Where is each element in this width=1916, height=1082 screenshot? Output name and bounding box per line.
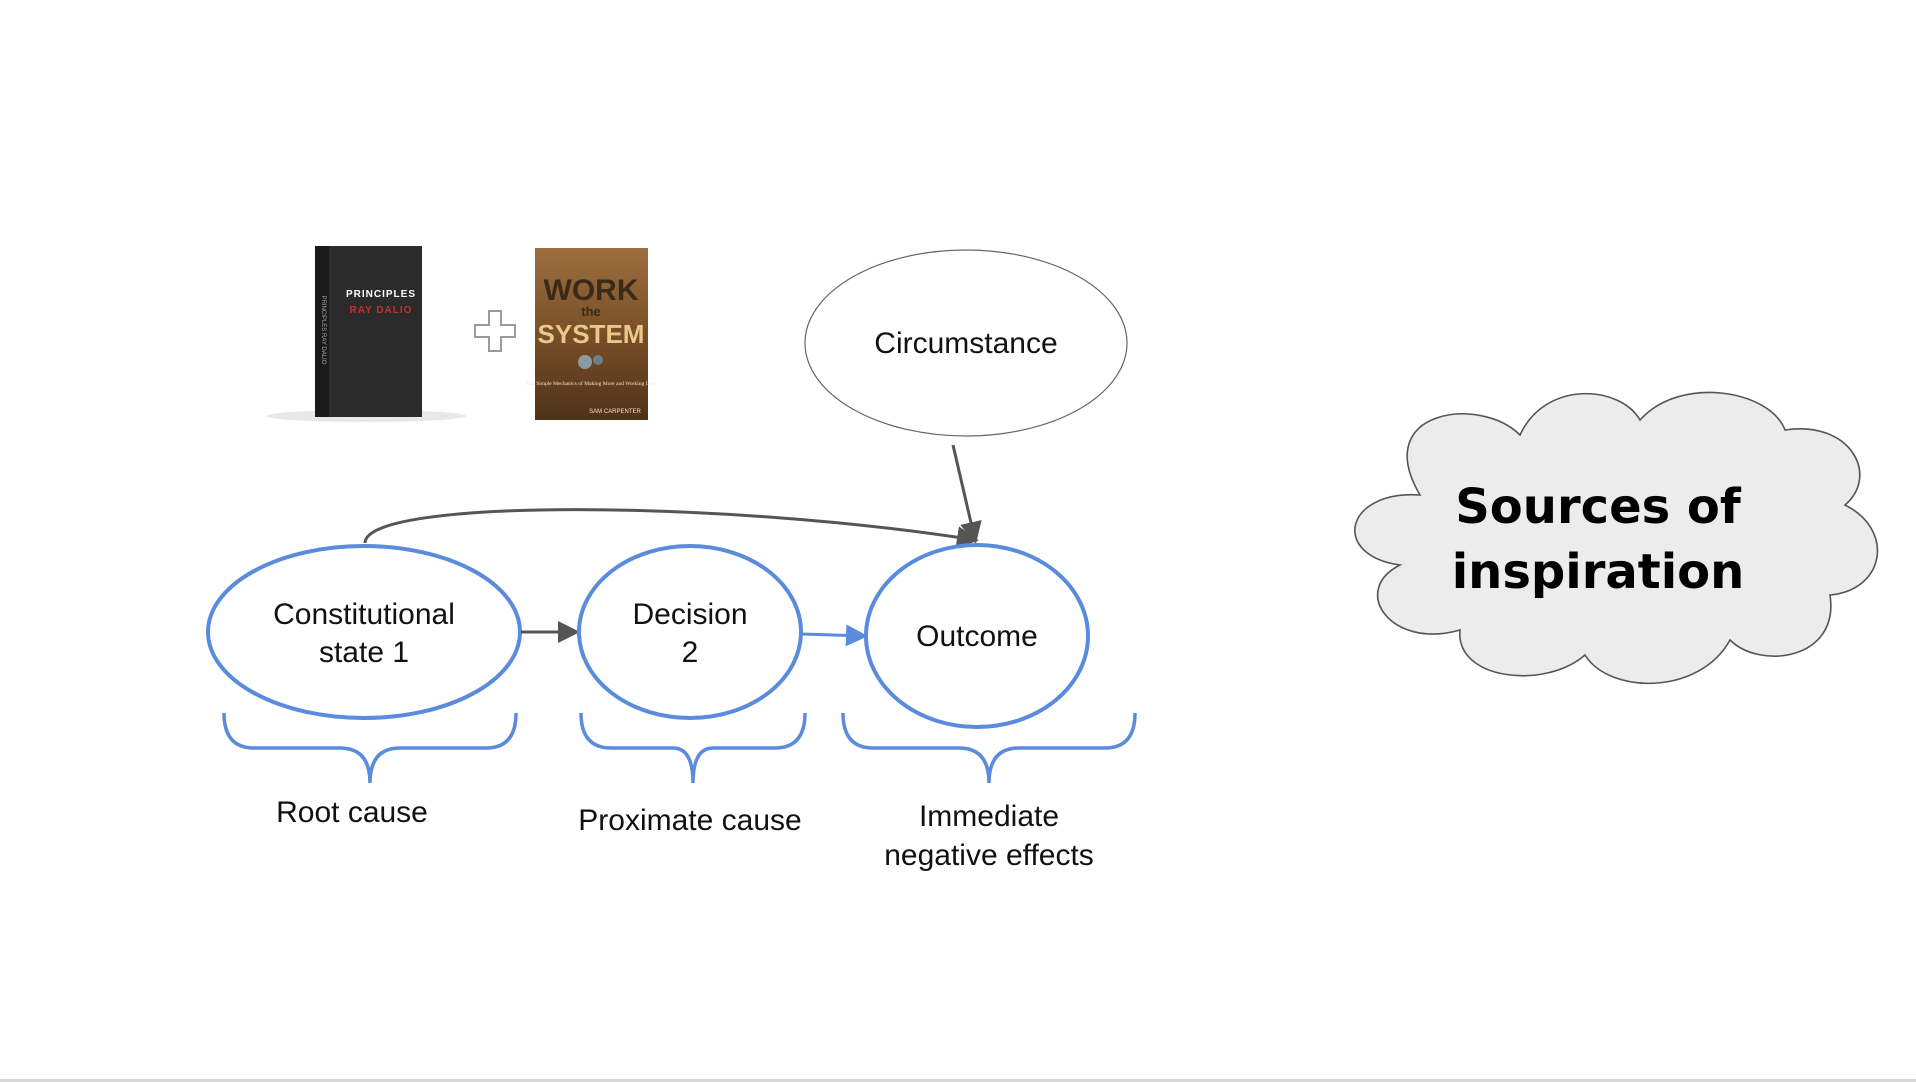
cloud-text-line2: inspiration: [1452, 544, 1745, 600]
decision-label-line2: 2: [682, 636, 699, 669]
proximate-cause-label: Proximate cause: [578, 804, 801, 837]
slide-bottom-border: [0, 1079, 1916, 1082]
arrow-circumstance-to-outcome: [951, 444, 982, 544]
outcome-node: [864, 543, 1090, 729]
arrow-decision-to-outcome: [801, 624, 868, 647]
wts-title-system: SYSTEM: [538, 319, 645, 349]
decision-node: [577, 544, 803, 720]
constitutional-state-node: [206, 544, 522, 720]
principles-title: PRINCIPLES: [346, 289, 416, 300]
work-the-system-book-image: WORK the SYSTEM The Simple Mechanics of …: [526, 248, 656, 420]
constitutional-label-line1: Constitutional: [273, 598, 455, 631]
principles-book-image: PRINCIPLES RAY DALIO PRINCIPLES RAY DALI…: [266, 246, 466, 422]
arrow-constitutional-to-outcome: [363, 508, 979, 549]
immediate-effects-brace: [841, 712, 1137, 784]
root-cause-brace: [222, 712, 518, 784]
immediate-label-line1: Immediate: [919, 800, 1059, 833]
plus-icon: [474, 310, 516, 352]
wts-title-work: WORK: [544, 274, 639, 307]
wts-subtitle: The Simple Mechanics of Making More and …: [526, 380, 656, 387]
sources-of-inspiration-cloud: Sources of inspiration: [1354, 391, 1879, 685]
outcome-label: Outcome: [916, 620, 1038, 653]
decision-label-line1: Decision: [632, 598, 747, 631]
principles-spine-text: PRINCIPLES RAY DALIO: [320, 296, 326, 365]
circumstance-node: [804, 249, 1128, 437]
root-cause-label: Root cause: [276, 796, 428, 829]
proximate-cause-brace: [579, 712, 807, 784]
circumstance-label: Circumstance: [874, 327, 1057, 360]
gears-icon: [578, 355, 603, 369]
wts-title-the: the: [581, 304, 601, 319]
immediate-label-line2: negative effects: [884, 839, 1094, 872]
wts-author: SAM CARPENTER: [589, 409, 641, 415]
cloud-text-line1: Sources of: [1455, 479, 1742, 535]
principles-author: RAY DALIO: [350, 305, 413, 316]
constitutional-label-line2: state 1: [319, 636, 409, 669]
